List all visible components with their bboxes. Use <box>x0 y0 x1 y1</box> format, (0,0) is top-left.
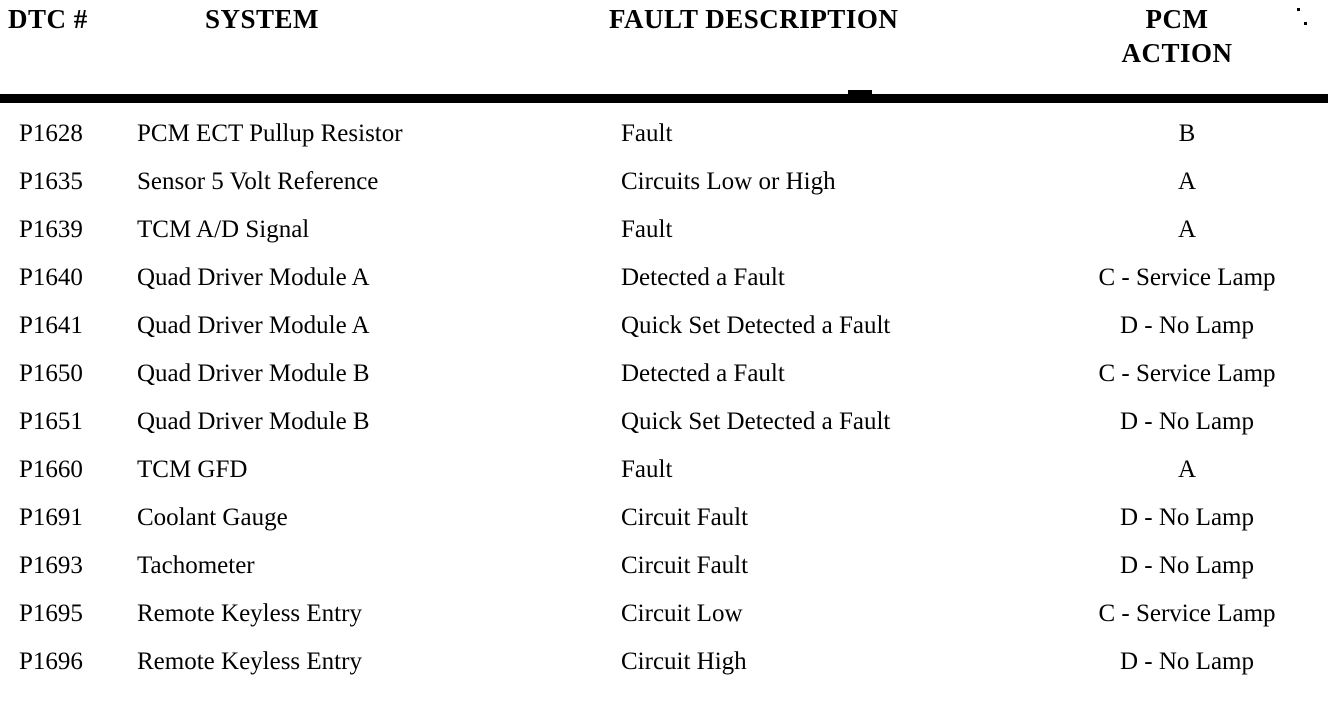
cell-pcm-action: A <box>1177 216 1197 243</box>
table-row: P1691 Coolant Gauge Circuit Fault D - No La… <box>0 487 1328 535</box>
table-row: P1693 Tachometer Circuit Fault D - No Lamp <box>0 535 1328 583</box>
cell-system: Sensor 5 Volt Reference <box>137 168 379 195</box>
cell-fault-description: Fault <box>621 216 673 243</box>
cell-system: Coolant Gauge <box>137 504 288 531</box>
cell-fault-description: Quick Set Detected a Fault <box>621 408 891 435</box>
table-row: P1640 Quad Driver Module A Detected a Faul… <box>0 247 1328 295</box>
cell-pcm-action: A <box>1177 168 1197 195</box>
cell-system: TCM A/D Signal <box>137 216 310 243</box>
cell-dtc: P1640 <box>19 264 83 291</box>
cell-dtc: P1650 <box>19 360 83 387</box>
cell-system: Quad Driver Module B <box>137 408 370 435</box>
table-row: P1635 Sensor 5 Volt Reference Circuits Low… <box>0 151 1328 199</box>
cell-system: Quad Driver Module A <box>137 312 370 339</box>
cell-pcm-action: C - Service Lamp <box>1098 264 1276 291</box>
table-row: P1696 Remote Keyless Entry Circuit High D -… <box>0 631 1328 679</box>
cell-dtc: P1628 <box>19 120 83 147</box>
column-header-pcm-action-line1: PCM <box>1145 4 1209 34</box>
cell-system: Remote Keyless Entry <box>137 648 362 675</box>
cell-dtc: P1691 <box>19 504 83 531</box>
cell-dtc: P1695 <box>19 600 83 627</box>
table-row: P1639 TCM A/D Signal Fault A <box>0 199 1328 247</box>
cell-dtc: P1641 <box>19 312 83 339</box>
cell-fault-description: Detected a Fault <box>621 360 785 387</box>
cell-dtc: P1660 <box>19 456 83 483</box>
cell-pcm-action: A <box>1177 456 1197 483</box>
cell-fault-description: Fault <box>621 120 673 147</box>
cell-system: TCM GFD <box>137 456 248 483</box>
table-row: P1651 Quad Driver Module B Quick Set Detec… <box>0 391 1328 439</box>
table-row: P1660 TCM GFD Fault A <box>0 439 1328 487</box>
cell-dtc: P1693 <box>19 552 83 579</box>
header-divider-artifact <box>848 90 872 95</box>
cell-system: Remote Keyless Entry <box>137 600 362 627</box>
cell-system: Tachometer <box>137 552 255 579</box>
cell-pcm-action: D - No Lamp <box>1120 504 1254 531</box>
cell-pcm-action: B <box>1178 120 1196 147</box>
cell-pcm-action: D - No Lamp <box>1120 648 1254 675</box>
table-row: P1641 Quad Driver Module A Quick Set Detec… <box>0 295 1328 343</box>
column-header-system: SYSTEM <box>205 4 320 34</box>
column-header-pcm-action-line2: ACTION <box>1121 38 1233 68</box>
cell-pcm-action: C - Service Lamp <box>1098 360 1276 387</box>
cell-fault-description: Quick Set Detected a Fault <box>621 312 891 339</box>
column-header-pcm-action: PCM ACTION <box>1098 2 1256 70</box>
cell-dtc: P1639 <box>19 216 83 243</box>
column-header-dtc: DTC # <box>8 4 88 34</box>
cell-system: Quad Driver Module A <box>137 264 370 291</box>
cell-system: Quad Driver Module B <box>137 360 370 387</box>
cell-pcm-action: D - No Lamp <box>1120 312 1254 339</box>
cell-pcm-action: D - No Lamp <box>1120 552 1254 579</box>
cell-dtc: P1696 <box>19 648 83 675</box>
cell-fault-description: Circuit High <box>621 648 747 675</box>
cell-fault-description: Circuit Low <box>621 600 743 627</box>
cell-system: PCM ECT Pullup Resistor <box>137 120 403 147</box>
table-header-row: DTC # SYSTEM FAULT DESCRIPTION PCM ACTIO… <box>0 0 1328 95</box>
cell-dtc: P1635 <box>19 168 83 195</box>
cell-fault-description: Circuit Fault <box>621 552 749 579</box>
cell-fault-description: Circuits Low or High <box>621 168 836 195</box>
cell-fault-description: Fault <box>621 456 673 483</box>
table-row: P1650 Quad Driver Module B Detected a Faul… <box>0 343 1328 391</box>
cell-fault-description: Detected a Fault <box>621 264 785 291</box>
cell-dtc: P1651 <box>19 408 83 435</box>
scan-speck-icon <box>1297 8 1300 11</box>
table-row: P1628 PCM ECT Pullup Resistor Fault B <box>0 103 1328 151</box>
cell-fault-description: Circuit Fault <box>621 504 749 531</box>
table-row: P1695 Remote Keyless Entry Circuit Low C - … <box>0 583 1328 631</box>
cell-pcm-action: C - Service Lamp <box>1098 600 1276 627</box>
scan-speck-icon <box>1304 22 1307 25</box>
header-divider-rule <box>0 94 1328 103</box>
cell-pcm-action: D - No Lamp <box>1120 408 1254 435</box>
column-header-fault-description: FAULT DESCRIPTION <box>609 4 899 34</box>
